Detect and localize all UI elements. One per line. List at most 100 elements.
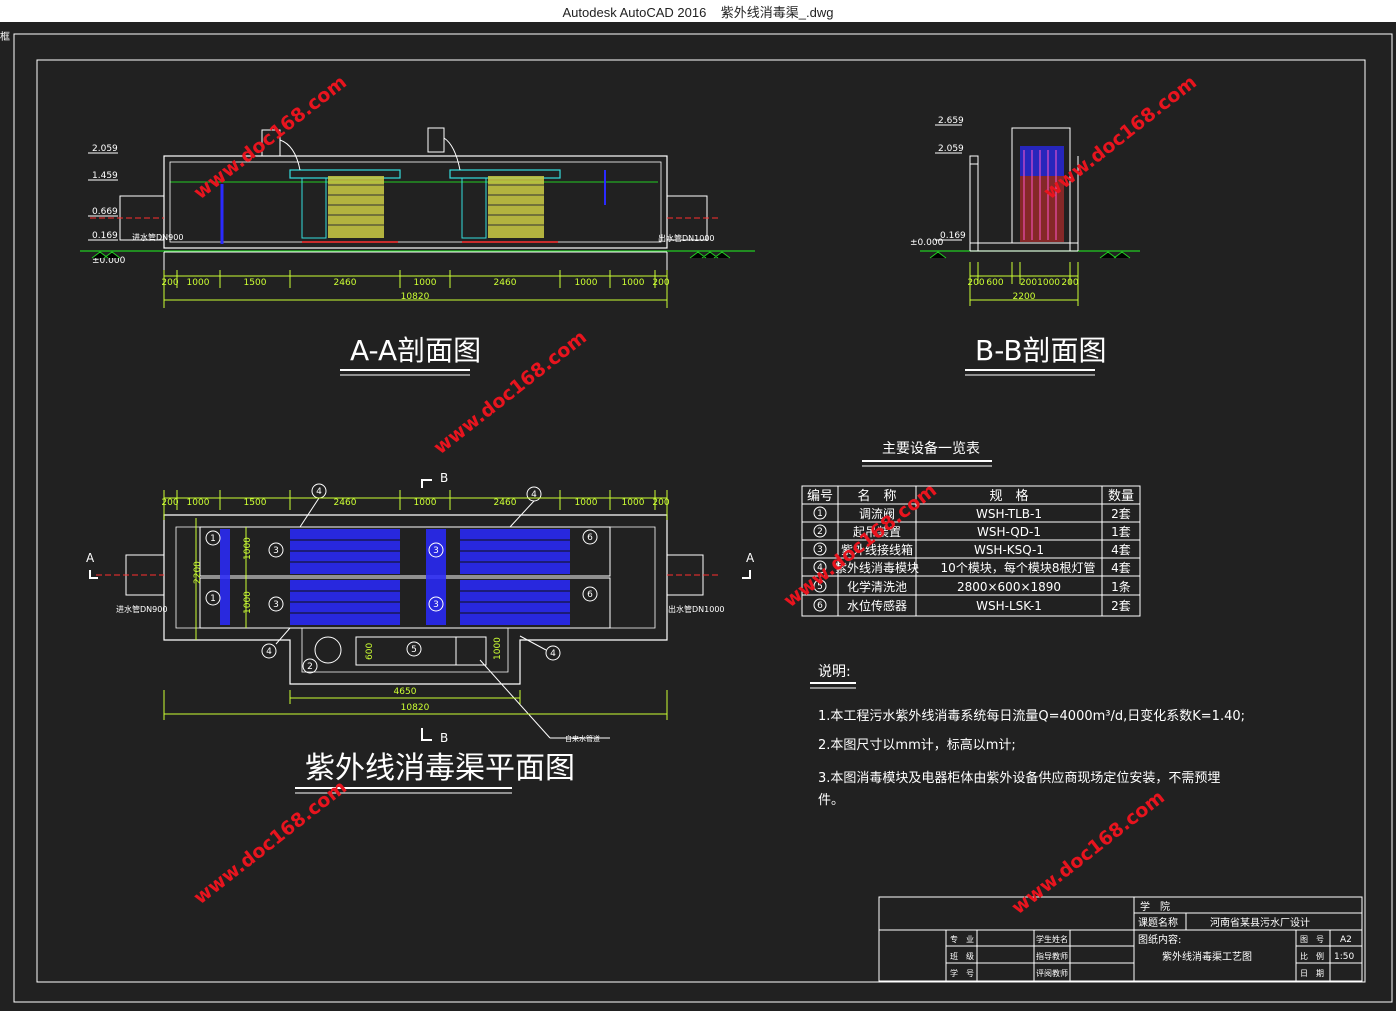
aa-dim-5: 1000 bbox=[414, 278, 437, 288]
aa-outlet-label: 出水管DN1000 bbox=[658, 233, 715, 243]
aa-dim-8: 1000 bbox=[622, 278, 645, 288]
plan-dim-inner: 4650 bbox=[394, 687, 417, 697]
tb-content-value: 紫外线消毒渠工艺图 bbox=[1162, 950, 1252, 963]
tb-student-no-label: 学 号 bbox=[950, 968, 974, 978]
equip-row-2-spec: WSH-QD-1 bbox=[977, 525, 1041, 539]
callout-3b: 3 bbox=[273, 600, 279, 610]
callout-1a: 1 bbox=[210, 534, 216, 544]
callout-3d: 3 bbox=[433, 600, 439, 610]
equip-row-2-qty: 1套 bbox=[1111, 525, 1131, 539]
section-aa: 2.059 1.459 0.669 0.169 ±0.000 进水管DN900 … bbox=[80, 127, 755, 376]
equip-row-1-qty: 2套 bbox=[1111, 507, 1131, 521]
equip-row-1-spec: WSH-TLB-1 bbox=[976, 507, 1042, 521]
equip-header-qty: 数量 bbox=[1108, 489, 1134, 504]
callout-3c: 3 bbox=[433, 546, 439, 556]
equip-row-5-no: 5 bbox=[817, 582, 823, 592]
callout-5: 5 bbox=[411, 645, 417, 655]
aa-dim-3: 1500 bbox=[244, 278, 267, 288]
plan-dim-7: 1000 bbox=[575, 498, 598, 508]
plan-dim-8: 1000 bbox=[622, 498, 645, 508]
bb-dim-3: 2001000 bbox=[1020, 278, 1060, 288]
plan-tank-len-dim: 600 bbox=[365, 643, 375, 660]
bb-dim-1: 200 bbox=[967, 278, 984, 288]
equip-row-6-no: 6 bbox=[817, 601, 823, 611]
plan-dim-3: 1500 bbox=[244, 498, 267, 508]
window-titlebar: Autodesk AutoCAD 2016 紫外线消毒渠_.dwg bbox=[0, 0, 1396, 22]
callout-3a: 3 bbox=[273, 546, 279, 556]
tb-reviewer-label: 评阅教师 bbox=[1036, 968, 1068, 978]
equip-row-1-name: 调流阀 bbox=[859, 507, 895, 521]
section-mark-a-left: A bbox=[86, 551, 95, 565]
callout-2: 2 bbox=[307, 662, 313, 672]
plan-inlet-label: 进水管DN900 bbox=[116, 604, 167, 614]
aa-dim-6: 2460 bbox=[494, 278, 517, 288]
plan-view: 1 1 3 3 3 3 4 4 4 4 6 6 5 2 自来水管道 bbox=[86, 471, 755, 794]
aa-dim-total: 10820 bbox=[401, 292, 430, 302]
plan-tank-width-dim: 1000 bbox=[493, 637, 503, 660]
aa-dim-2: 1000 bbox=[187, 278, 210, 288]
equip-row-3-no: 3 bbox=[817, 545, 823, 555]
note-1: 1.本工程污水紫外线消毒系统每日流量Q=4000m³/d,日变化系数K=1.40… bbox=[818, 708, 1245, 724]
callout-4b: 4 bbox=[531, 490, 537, 500]
tb-project-value: 河南省某县污水厂设计 bbox=[1210, 916, 1310, 929]
tb-advisor-label: 指导教师 bbox=[1036, 951, 1068, 961]
window-title: Autodesk AutoCAD 2016 紫外线消毒渠_.dwg bbox=[562, 4, 834, 20]
section-mark-b-top: B bbox=[440, 471, 448, 485]
equip-row-6-qty: 2套 bbox=[1111, 599, 1131, 613]
tb-date-label: 日 期 bbox=[1300, 969, 1324, 978]
aa-level-1: 2.059 bbox=[92, 144, 118, 154]
drawing-canvas[interactable]: 框 bbox=[0, 22, 1396, 1007]
equip-row-4-qty: 4套 bbox=[1111, 561, 1131, 575]
plan-width-dim: 2200 bbox=[193, 561, 203, 584]
tb-content-label: 图纸内容: bbox=[1138, 933, 1181, 946]
plan-outlet-label: 出水管DN1000 bbox=[668, 604, 725, 614]
viewport-control-glyph[interactable]: 框 bbox=[0, 30, 10, 43]
tb-college-label: 学 院 bbox=[1140, 900, 1170, 913]
callout-6b: 6 bbox=[587, 590, 593, 600]
tb-scale-value: 1:50 bbox=[1334, 952, 1354, 962]
callout-1b: 1 bbox=[210, 594, 216, 604]
note-3: 3.本图消毒模块及电器柜体由紫外设备供应商现场定位安装，不需预埋 bbox=[818, 770, 1220, 786]
equip-row-1-no: 1 bbox=[817, 509, 823, 519]
section-bb: 2.659 2.059 0.169 ±0.000 200 600 2001000… bbox=[910, 116, 1140, 376]
aa-dim-4: 2460 bbox=[334, 278, 357, 288]
bb-dim-2: 600 bbox=[986, 278, 1003, 288]
plan-dim-5: 1000 bbox=[414, 498, 437, 508]
bb-level-1: 2.659 bbox=[938, 116, 964, 126]
equip-row-5-name: 化学清洗池 bbox=[847, 579, 907, 594]
equip-header-name: 名 称 bbox=[857, 488, 896, 504]
drain-label: 自来水管道 bbox=[565, 734, 600, 743]
cad-drawing[interactable]: 框 bbox=[0, 22, 1396, 1007]
notes: 说明: 1.本工程污水紫外线消毒系统每日流量Q=4000m³/d,日变化系数K=… bbox=[810, 664, 1245, 808]
equip-row-5-spec: 2800×600×1890 bbox=[957, 580, 1061, 594]
equip-row-3-spec: WSH-KSQ-1 bbox=[974, 543, 1044, 557]
callout-4a: 4 bbox=[316, 487, 322, 497]
equip-row-3-name: 紫外线接线箱 bbox=[841, 542, 913, 557]
tb-sheet-label: 图 号 bbox=[1300, 935, 1324, 944]
sheet-inner-frame bbox=[36, 59, 1366, 983]
equip-header-spec: 规 格 bbox=[989, 488, 1028, 504]
watermark-5: www.doc168.com bbox=[190, 776, 351, 909]
plan-channel-dim-2: 1000 bbox=[243, 591, 253, 614]
plan-dim-4: 2460 bbox=[334, 498, 357, 508]
callout-4c: 4 bbox=[266, 647, 272, 657]
section-mark-b-bottom: B bbox=[440, 731, 448, 745]
watermark-1: www.doc168.com bbox=[190, 71, 351, 204]
aa-level-5: ±0.000 bbox=[92, 256, 126, 266]
title-block: 学 院 课题名称 河南省某县污水厂设计 图纸内容: 紫外线消毒渠工艺图 专 业 … bbox=[878, 896, 1363, 982]
note-2: 2.本图尺寸以mm计，标高以m计; bbox=[818, 737, 1016, 753]
aa-inlet-label: 进水管DN900 bbox=[132, 232, 183, 242]
sheet-outer-frame bbox=[13, 33, 1393, 1003]
notes-title: 说明: bbox=[818, 664, 851, 680]
watermark-2: www.doc168.com bbox=[1040, 71, 1201, 204]
bb-level-3: 0.169 bbox=[940, 231, 966, 241]
tb-sheet-value: A2 bbox=[1340, 935, 1352, 945]
equip-row-5-qty: 1条 bbox=[1111, 580, 1131, 594]
aa-dim-1: 200 bbox=[161, 278, 178, 288]
plan-channel-dim-1: 1000 bbox=[243, 537, 253, 560]
callout-6a: 6 bbox=[587, 533, 593, 543]
aa-level-3: 0.669 bbox=[92, 207, 118, 217]
plan-dim-6: 2460 bbox=[494, 498, 517, 508]
aa-level-2: 1.459 bbox=[92, 171, 118, 181]
equip-row-6-spec: WSH-LSK-1 bbox=[976, 599, 1042, 613]
